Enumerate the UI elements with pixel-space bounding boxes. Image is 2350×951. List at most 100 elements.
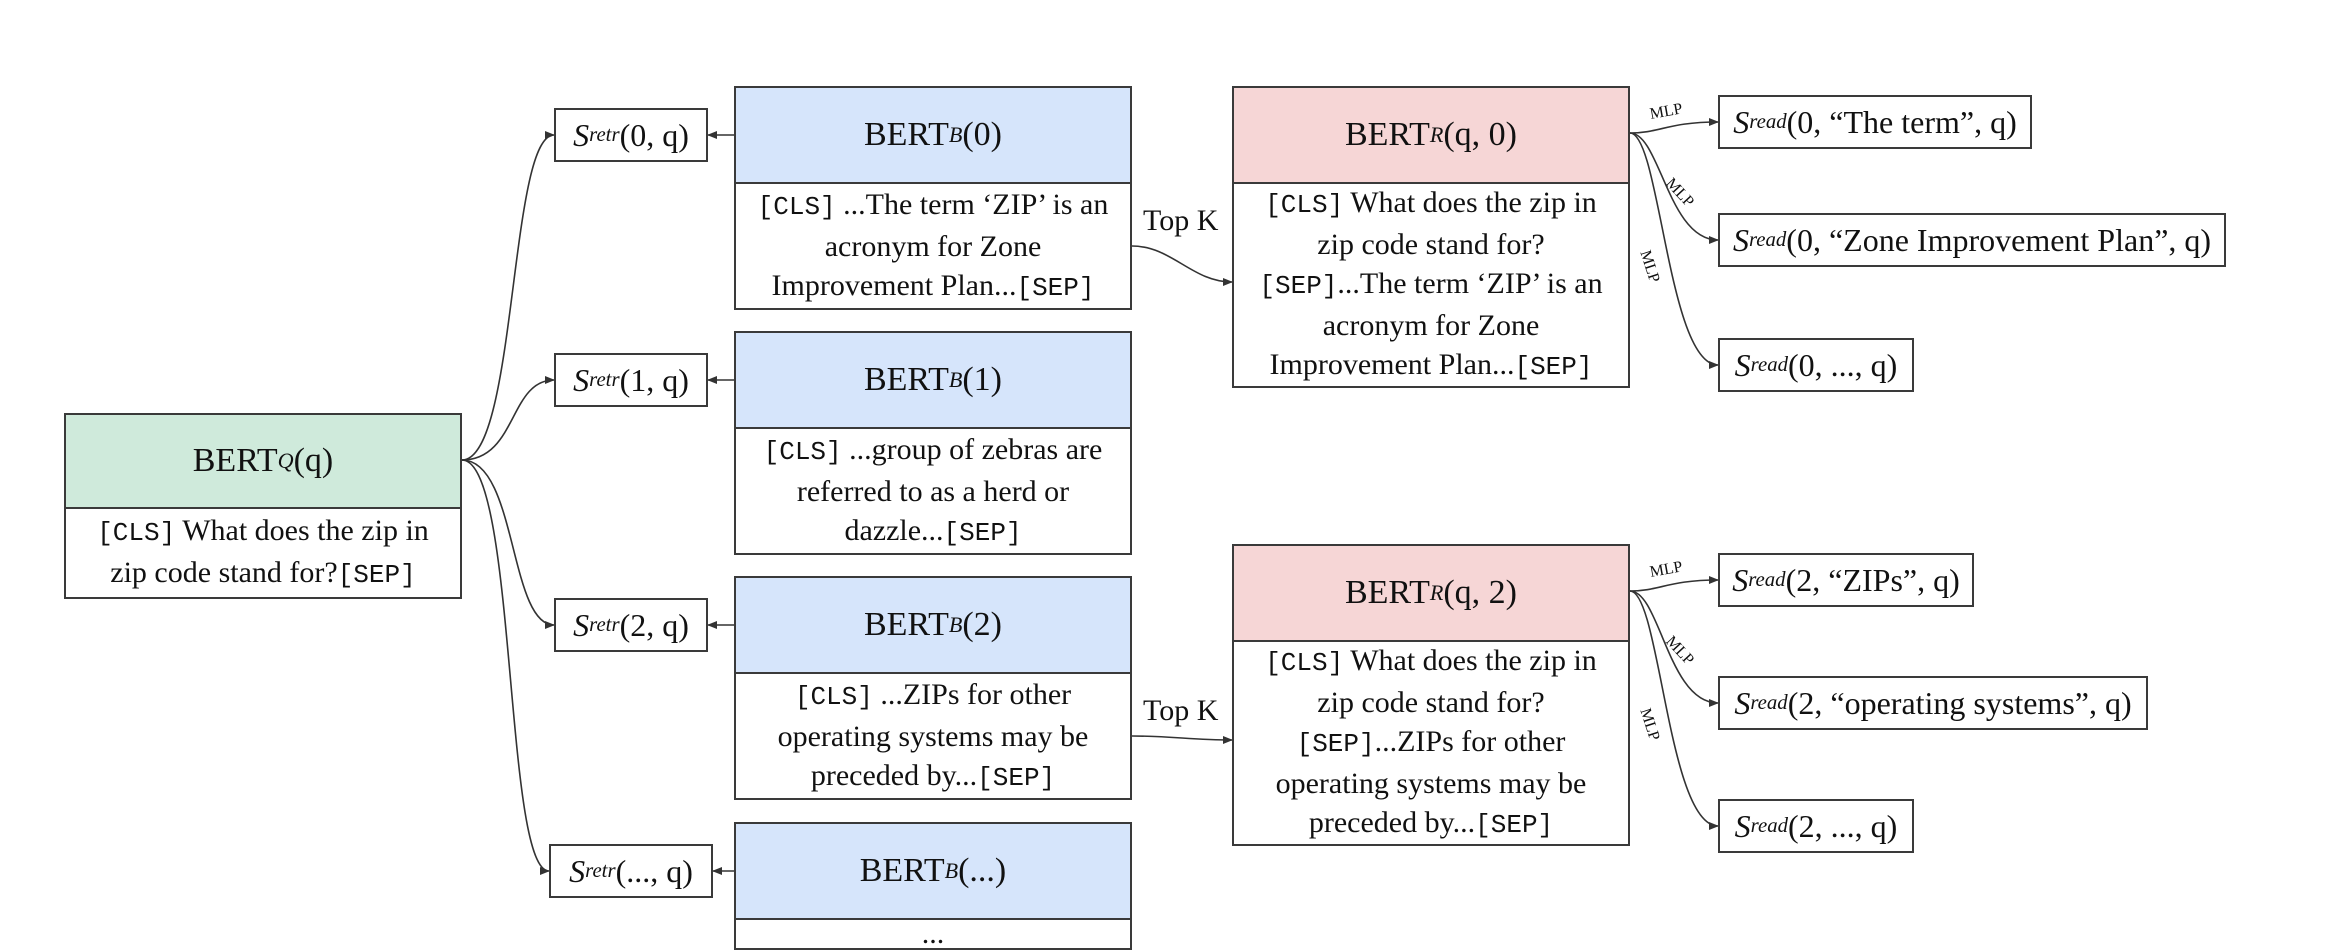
query-to-retrieval-arrow-0 [461, 131, 555, 461]
reader-score-base-0-1: S [1732, 221, 1749, 258]
reader-input-0: [CLS] What does the zip in zip code stan… [1234, 184, 1628, 386]
passage-encoder-sub-2: B [948, 612, 963, 637]
retrieval-score-arg-2: (2, q) [619, 606, 689, 643]
reader-output-arrow-1-1 [1629, 590, 1719, 707]
reader-score-base-1-0: S [1732, 561, 1749, 598]
retrieval-score-arg-3: (..., q) [615, 852, 693, 889]
reader-score-base-0-2: S [1734, 346, 1751, 383]
passage-encoder-arg-3: (...) [958, 852, 1007, 889]
passage-input-0: [CLS] ...The term ‘ZIP’ is an acronym fo… [736, 184, 1130, 308]
reader-score-arg-0-2: (0, ..., q) [1788, 346, 1898, 383]
query-sep-token: [SEP] [337, 560, 416, 590]
reader-passage-0: ...The term ‘ZIP’ is an acronym for Zone… [1269, 267, 1603, 381]
query-encoder-input: [CLS] What does the zip in zip code stan… [66, 509, 460, 597]
passage-cls-token-0: [CLS] [757, 191, 836, 222]
reader-output-arrow-0-1 [1629, 132, 1719, 244]
topk-arrow-0 [1131, 245, 1233, 286]
reader-encoder-sub-1: R [1429, 580, 1444, 605]
passage-text-3: ... [921, 917, 945, 950]
reader-score-sub-0-1: read [1748, 228, 1787, 251]
passage-input-2: [CLS] ...ZIPs for other operating system… [736, 674, 1130, 798]
passage-encoder-base-2: BERT [863, 606, 949, 643]
topk-arrow-1 [1131, 735, 1233, 744]
retrieval-score-base-0: S [573, 116, 590, 153]
reader-score-arg-0-0: (0, “The term”, q) [1786, 103, 2017, 140]
passage-input-3: ... [736, 917, 1130, 950]
passage-sep-token-1: [SEP] [943, 517, 1022, 548]
passage-sep-token-2: [SEP] [977, 762, 1056, 793]
passage-encoder-base-0: BERT [863, 116, 949, 153]
passage-encoder-sub-1: B [948, 367, 963, 392]
reader-output-arrow-0-0 [1629, 118, 1719, 134]
reader-encoder-base-1: BERT [1344, 574, 1430, 611]
reader-sep-token-a-1: [SEP] [1296, 729, 1375, 759]
topk-label-1: Top K [1143, 694, 1219, 727]
reader-score-base-1-1: S [1734, 684, 1751, 721]
reader-score-sub-0-0: read [1749, 110, 1787, 133]
reader-sep-token-b-0: [SEP] [1514, 352, 1593, 382]
passage-encoder-arg-0: (0) [962, 116, 1002, 153]
query-cls-token: [CLS] [97, 518, 176, 548]
passage-sep-token-0: [SEP] [1016, 272, 1095, 303]
retrieval-score-sub-1: retr [589, 368, 620, 391]
reader-output-arrow-1-2 [1629, 590, 1719, 830]
query-encoder-arg: (q) [293, 442, 334, 479]
passage-text-1: ...group of zebras are referred to as a … [796, 432, 1103, 547]
reader-output-arrow-1-0 [1629, 576, 1719, 592]
reader-passage-1: ...ZIPs for other operating systems may … [1275, 725, 1587, 839]
reader-encoder-base-0: BERT [1344, 116, 1430, 153]
reader-score-sub-1-2: read [1750, 814, 1789, 837]
retrieval-score-sub-2: retr [589, 613, 620, 636]
reader-score-sub-1-0: read [1748, 568, 1786, 591]
reader-sep-token-b-1: [SEP] [1475, 810, 1554, 840]
reader-question-1: What does the zip in zip code stand for? [1317, 644, 1597, 719]
retrieval-score-base-1: S [573, 361, 590, 398]
query-to-retrieval-arrow-1 [461, 376, 555, 461]
passage-encoder-base-3: BERT [859, 852, 945, 889]
reader-sep-token-a-0: [SEP] [1259, 271, 1338, 301]
passage-encoder-arg-2: (2) [962, 606, 1002, 643]
reader-encoder-sub-0: R [1429, 122, 1444, 147]
reader-score-sub-1-1: read [1750, 691, 1788, 714]
passage-cls-token-1: [CLS] [763, 436, 842, 467]
retrieval-score-arg-0: (0, q) [619, 116, 689, 153]
reader-score-base-1-2: S [1734, 807, 1751, 844]
reader-score-arg-0-1: (0, “Zone Improvement Plan”, q) [1786, 221, 2212, 258]
reader-cls-token-1: [CLS] [1265, 648, 1344, 678]
reader-question-0: What does the zip in zip code stand for? [1317, 186, 1597, 261]
retrieval-score-base-2: S [573, 606, 590, 643]
passage-cls-token-2: [CLS] [794, 681, 873, 712]
query-to-retrieval-arrow-2 [461, 459, 555, 629]
passage-text-0: ...The term ‘ZIP’ is an acronym for Zone… [771, 187, 1109, 302]
query-encoder-base: BERT [192, 442, 278, 479]
passage-encoder-base-1: BERT [863, 361, 949, 398]
passage-encoder-sub-0: B [948, 122, 963, 147]
reader-score-arg-1-1: (2, “operating systems”, q) [1787, 684, 2132, 721]
reader-output-arrow-0-2 [1629, 132, 1719, 369]
retrieval-score-base-3: S [569, 852, 586, 889]
retrieval-score-arg-1: (1, q) [619, 361, 689, 398]
reader-score-sub-0-2: read [1750, 353, 1789, 376]
